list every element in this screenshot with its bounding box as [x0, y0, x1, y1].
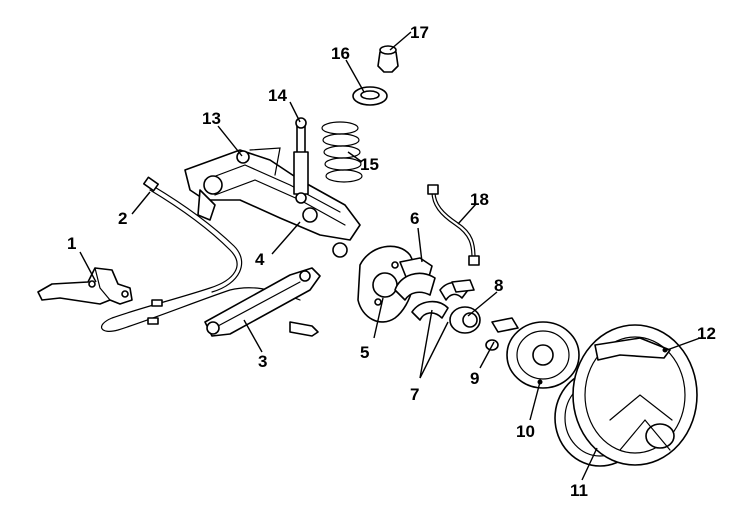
leader-lines: [79, 31, 701, 481]
callout-11: 11: [570, 481, 588, 500]
callout-17: 17: [410, 23, 429, 42]
part-bump-stop: [377, 45, 399, 73]
part-wheel-cylinder: [394, 257, 436, 301]
part-axle-beam: [184, 147, 361, 258]
part-wheel-rim: [572, 324, 698, 466]
part-shock-absorber: [293, 117, 309, 204]
part-brake-cable: [101, 176, 319, 337]
part-trailing-arm: [204, 267, 321, 337]
callout-15: 15: [360, 155, 379, 174]
part-spring-seat: [352, 86, 388, 106]
callout-16: 16: [331, 44, 350, 63]
callout-14: 14: [268, 86, 287, 105]
callout-3: 3: [258, 352, 267, 371]
part-handbrake-bracket: [37, 267, 133, 305]
callout-13: 13: [202, 109, 221, 128]
part-backing-plate: [357, 245, 416, 323]
callout-12: 12: [697, 324, 716, 343]
callout-10: 10: [516, 422, 535, 441]
callout-2: 2: [118, 209, 127, 228]
callout-7: 7: [410, 385, 419, 404]
callout-labels: 1 2 3 4 5 6 7 8 9 10 11 12 13 14 15 16 1…: [67, 23, 716, 500]
part-brake-shoes: [411, 279, 475, 321]
callout-8: 8: [494, 276, 503, 295]
part-hub: [449, 306, 481, 334]
callout-18: 18: [470, 190, 489, 209]
callout-1: 1: [67, 234, 76, 253]
part-coil-spring: [321, 121, 363, 183]
callout-6: 6: [410, 209, 419, 228]
callout-5: 5: [360, 343, 369, 362]
callout-4: 4: [255, 250, 265, 269]
part-brake-drum: [506, 321, 580, 389]
callout-9: 9: [470, 369, 479, 388]
